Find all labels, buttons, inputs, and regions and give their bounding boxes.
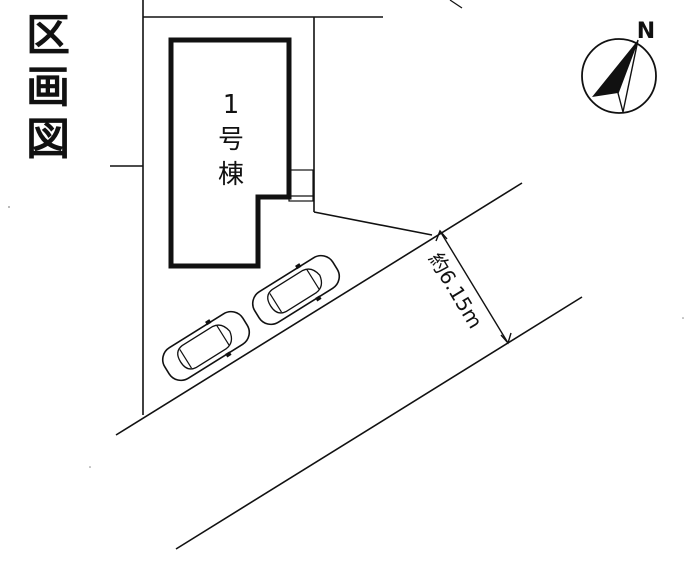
road-width-dimension <box>435 229 512 345</box>
road-far-edge <box>175 296 583 550</box>
road <box>115 182 583 550</box>
building-1: 1 号 棟 <box>168 37 314 269</box>
car-cabin <box>267 268 323 314</box>
compass-needle-dark <box>592 40 638 97</box>
building-label-tou: 棟 <box>218 160 244 190</box>
road-near-edge <box>115 182 523 436</box>
car-windshield <box>306 268 320 290</box>
compass-needle-light <box>617 39 639 113</box>
scan-specks <box>8 206 684 468</box>
plan-title: 区 画 図 <box>26 10 70 165</box>
parking-car-1 <box>251 254 341 326</box>
compass-ring <box>581 38 657 114</box>
building-footprint <box>168 37 292 269</box>
building-number: 1 <box>223 90 240 120</box>
car-mirror-left <box>205 319 212 326</box>
car-windshield <box>216 324 230 346</box>
car-mirror-left <box>295 263 302 270</box>
road-width-label: 約6.15m <box>424 248 488 332</box>
lot-boundary <box>110 0 433 415</box>
scan-speck <box>8 206 10 208</box>
corner-mark <box>449 0 463 9</box>
dimension-line <box>439 230 509 344</box>
compass-north-label: N <box>637 19 655 44</box>
dimension-arrow-end <box>500 332 512 345</box>
scan-speck <box>89 466 91 468</box>
car-cabin <box>177 324 233 370</box>
car-mirror-right <box>315 295 322 302</box>
plan-title-char-1: 区 <box>26 10 70 61</box>
car-rear-window <box>179 349 192 369</box>
plan-title-char-2: 画 <box>26 62 70 113</box>
plan-title-char-3: 図 <box>26 114 70 165</box>
car-body <box>161 310 251 382</box>
building-label-go: 号 <box>218 125 244 155</box>
scan-speck <box>682 317 684 319</box>
entrance-step <box>288 169 314 202</box>
dimension-arrow-start <box>435 229 448 242</box>
lot-diagonal-boundary <box>313 211 433 236</box>
car-mirror-right <box>225 351 232 358</box>
parking-car-2 <box>161 310 251 382</box>
compass: N <box>581 19 657 114</box>
car-rear-window <box>269 293 282 313</box>
car-body <box>251 254 341 326</box>
